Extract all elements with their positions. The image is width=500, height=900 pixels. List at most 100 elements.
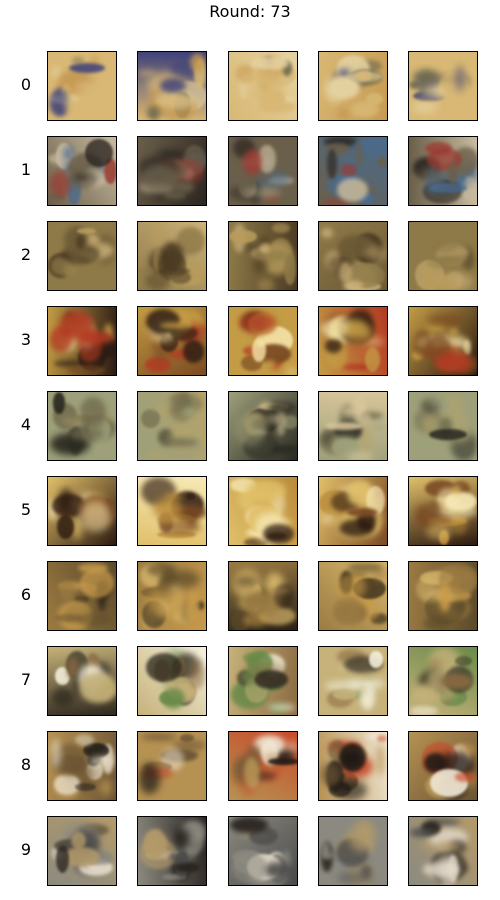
generated-image-tile xyxy=(318,51,388,121)
image-blob xyxy=(415,504,429,528)
image-blob xyxy=(178,392,190,410)
image-blob xyxy=(157,531,196,539)
image-blob xyxy=(428,232,460,253)
image-blob xyxy=(140,733,177,740)
image-blob xyxy=(462,175,477,202)
image-blob xyxy=(53,773,81,795)
image-blob xyxy=(258,145,276,174)
generated-image-tile xyxy=(408,646,478,716)
image-blob xyxy=(62,144,74,173)
image-blob xyxy=(410,827,435,837)
image-blob xyxy=(172,828,190,847)
image-blob xyxy=(437,256,463,264)
image-blob xyxy=(252,338,266,362)
generated-image-tile xyxy=(47,136,117,206)
image-blob xyxy=(376,744,385,776)
image-blob xyxy=(144,450,159,460)
generated-image-tile xyxy=(318,306,388,376)
generated-image-tile xyxy=(47,731,117,801)
image-blob xyxy=(325,143,349,154)
image-blob xyxy=(229,229,257,244)
image-blob xyxy=(155,95,180,104)
image-blob xyxy=(434,413,454,420)
image-blob xyxy=(336,870,375,885)
image-blob xyxy=(369,650,384,669)
image-blob xyxy=(66,657,78,679)
image-blob xyxy=(356,70,373,82)
image-blob xyxy=(271,444,297,454)
image-blob xyxy=(244,757,260,789)
image-blob xyxy=(361,338,384,346)
image-blob xyxy=(445,100,470,109)
generated-image-tile xyxy=(47,476,117,546)
image-blob xyxy=(74,733,94,747)
image-blob xyxy=(348,822,377,852)
image-blob xyxy=(361,413,371,422)
image-blob xyxy=(248,771,276,781)
image-blob xyxy=(51,493,86,518)
image-blob xyxy=(377,156,387,167)
image-blob xyxy=(71,831,87,850)
image-blob xyxy=(333,689,357,701)
image-blob xyxy=(261,90,285,109)
generated-image-tile xyxy=(137,51,207,121)
image-blob xyxy=(266,531,287,540)
image-blob xyxy=(340,405,366,417)
image-blob xyxy=(451,485,461,496)
generated-image-tile xyxy=(47,561,117,631)
image-blob xyxy=(366,732,385,740)
image-blob xyxy=(89,54,99,70)
image-blob xyxy=(175,863,201,873)
image-blob xyxy=(238,312,277,334)
image-blob xyxy=(235,578,257,586)
generated-image-tile xyxy=(408,136,478,206)
image-blob xyxy=(287,368,297,375)
image-blob xyxy=(343,279,364,290)
image-blob xyxy=(145,653,183,682)
image-blob xyxy=(77,234,100,247)
image-blob xyxy=(140,408,161,429)
image-blob xyxy=(139,762,160,794)
image-blob xyxy=(359,424,372,455)
image-blob xyxy=(361,864,373,879)
image-blob xyxy=(50,169,72,198)
image-blob xyxy=(267,758,297,765)
image-blob xyxy=(365,92,384,106)
image-blob xyxy=(358,193,374,205)
image-blob xyxy=(186,516,197,527)
image-blob xyxy=(239,243,261,252)
generated-image-tile xyxy=(228,391,298,461)
image-blob xyxy=(265,194,280,202)
image-blob xyxy=(80,501,111,533)
image-blob xyxy=(445,492,477,511)
image-blob xyxy=(373,423,385,430)
generated-image-tile xyxy=(318,561,388,631)
image-blob xyxy=(338,262,352,284)
row-label: 0 xyxy=(20,75,32,94)
image-blob xyxy=(68,63,105,74)
image-blob xyxy=(257,278,274,290)
image-blob xyxy=(82,743,110,758)
image-blob xyxy=(426,256,458,270)
image-blob xyxy=(435,351,473,373)
generated-image-tile xyxy=(228,816,298,886)
generated-image-tile xyxy=(318,136,388,206)
image-blob xyxy=(412,684,439,701)
image-blob xyxy=(243,187,281,198)
image-blob xyxy=(437,841,459,851)
image-blob xyxy=(160,77,187,93)
image-blob xyxy=(180,733,195,742)
image-blob xyxy=(75,783,97,792)
image-blob xyxy=(100,779,113,796)
image-blob xyxy=(428,428,467,441)
image-blob xyxy=(274,95,296,105)
image-blob xyxy=(430,182,467,193)
row-label: 8 xyxy=(20,755,32,774)
image-blob xyxy=(284,741,297,753)
image-blob xyxy=(160,439,199,446)
image-blob xyxy=(79,673,116,703)
image-blob xyxy=(338,68,351,79)
image-blob xyxy=(347,507,379,518)
image-blob xyxy=(342,105,376,116)
image-blob xyxy=(454,656,472,667)
